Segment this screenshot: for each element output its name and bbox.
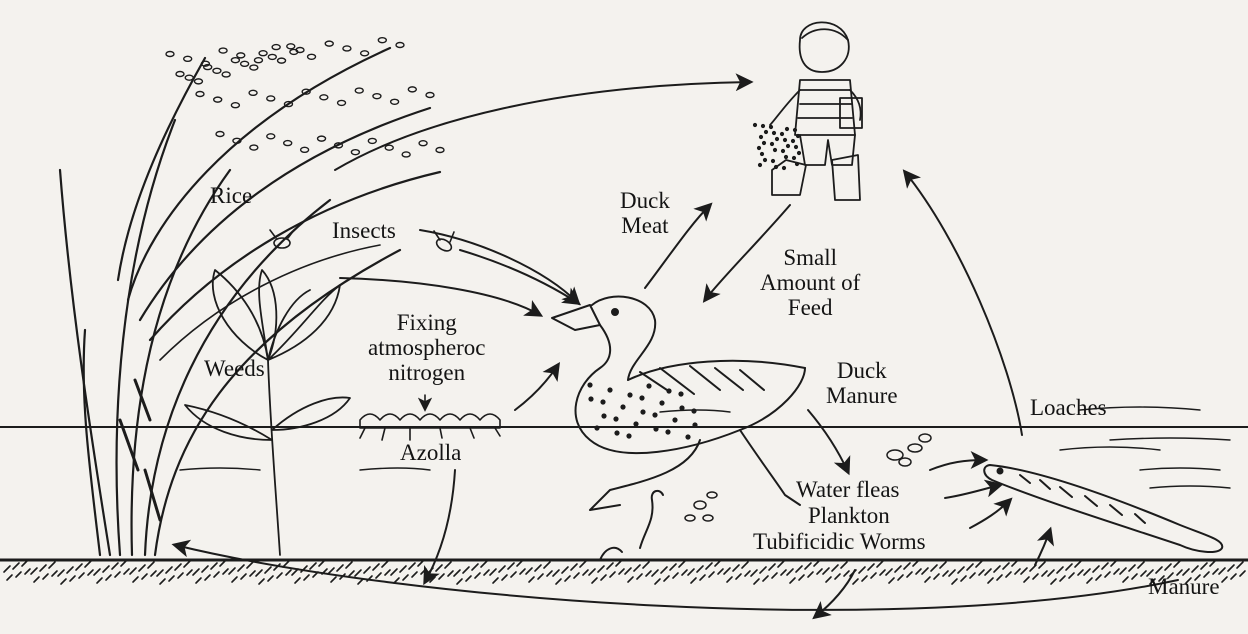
arrow-loach-to-girl bbox=[905, 172, 1022, 435]
label-water-fleas-text: Water fleas bbox=[796, 477, 900, 502]
label-water-fleas: Water fleas bbox=[796, 477, 900, 502]
arrow-insect2-to-duck bbox=[460, 250, 578, 303]
flow-arrows bbox=[175, 82, 1178, 617]
arrow-rice-to-girl bbox=[335, 82, 750, 170]
label-rice-text: Rice bbox=[210, 183, 252, 208]
label-tubificidic: Tubificidic Worms bbox=[753, 529, 926, 554]
label-fixing-line1: Fixing bbox=[368, 310, 486, 335]
label-fixing: Fixing atmospheroc nitrogen bbox=[368, 310, 486, 385]
label-insects: Insects bbox=[332, 218, 396, 243]
label-manure: Manure bbox=[1148, 574, 1220, 599]
label-plankton-text: Plankton bbox=[808, 503, 890, 528]
weeds-plant bbox=[185, 270, 350, 555]
arrow-azolla-to-duck bbox=[515, 365, 558, 410]
label-loaches-text: Loaches bbox=[1030, 395, 1107, 420]
tubificid-worm bbox=[600, 491, 663, 560]
arrow-worms-to-loach bbox=[970, 500, 1010, 528]
label-insects-text: Insects bbox=[332, 218, 396, 243]
label-duck-meat-line2: Meat bbox=[620, 213, 670, 238]
rice-plant bbox=[60, 38, 444, 555]
label-weeds-text: Weeds bbox=[204, 356, 265, 381]
label-tubificidic-text: Tubificidic Worms bbox=[753, 529, 926, 554]
label-manure-text: Manure bbox=[1148, 574, 1220, 599]
azolla-plant bbox=[360, 395, 500, 440]
label-azolla: Azolla bbox=[400, 440, 461, 465]
label-duck-meat: Duck Meat bbox=[620, 188, 670, 238]
label-duck-manure-line1: Duck bbox=[826, 358, 898, 383]
label-small-feed-line3: Feed bbox=[760, 295, 860, 320]
label-duck-meat-line1: Duck bbox=[620, 188, 670, 213]
label-small-feed: Small Amount of Feed bbox=[760, 245, 860, 320]
label-duck-manure-line2: Manure bbox=[826, 383, 898, 408]
label-azolla-text: Azolla bbox=[400, 440, 461, 465]
arrow-insects-to-duck bbox=[420, 230, 578, 303]
loach-fish bbox=[984, 465, 1222, 552]
arrow-manure-to-fleas bbox=[808, 410, 848, 472]
duck-illustration bbox=[552, 297, 805, 510]
label-fixing-line2: atmospheroc bbox=[368, 335, 486, 360]
label-weeds: Weeds bbox=[204, 356, 265, 381]
label-plankton: Plankton bbox=[808, 503, 890, 528]
arrow-plankton-to-loach bbox=[945, 485, 1000, 498]
label-fixing-line3: nitrogen bbox=[368, 360, 486, 385]
label-loaches: Loaches bbox=[1030, 395, 1107, 420]
arrow-fleas-to-loach bbox=[930, 460, 985, 470]
arrow-azolla-to-soil bbox=[425, 470, 455, 582]
label-small-feed-line1: Small bbox=[760, 245, 860, 270]
label-small-feed-line2: Amount of bbox=[760, 270, 860, 295]
label-duck-manure: Duck Manure bbox=[826, 358, 898, 408]
farmer-girl bbox=[754, 22, 862, 200]
soil-ground bbox=[0, 560, 1248, 584]
label-rice: Rice bbox=[210, 183, 252, 208]
